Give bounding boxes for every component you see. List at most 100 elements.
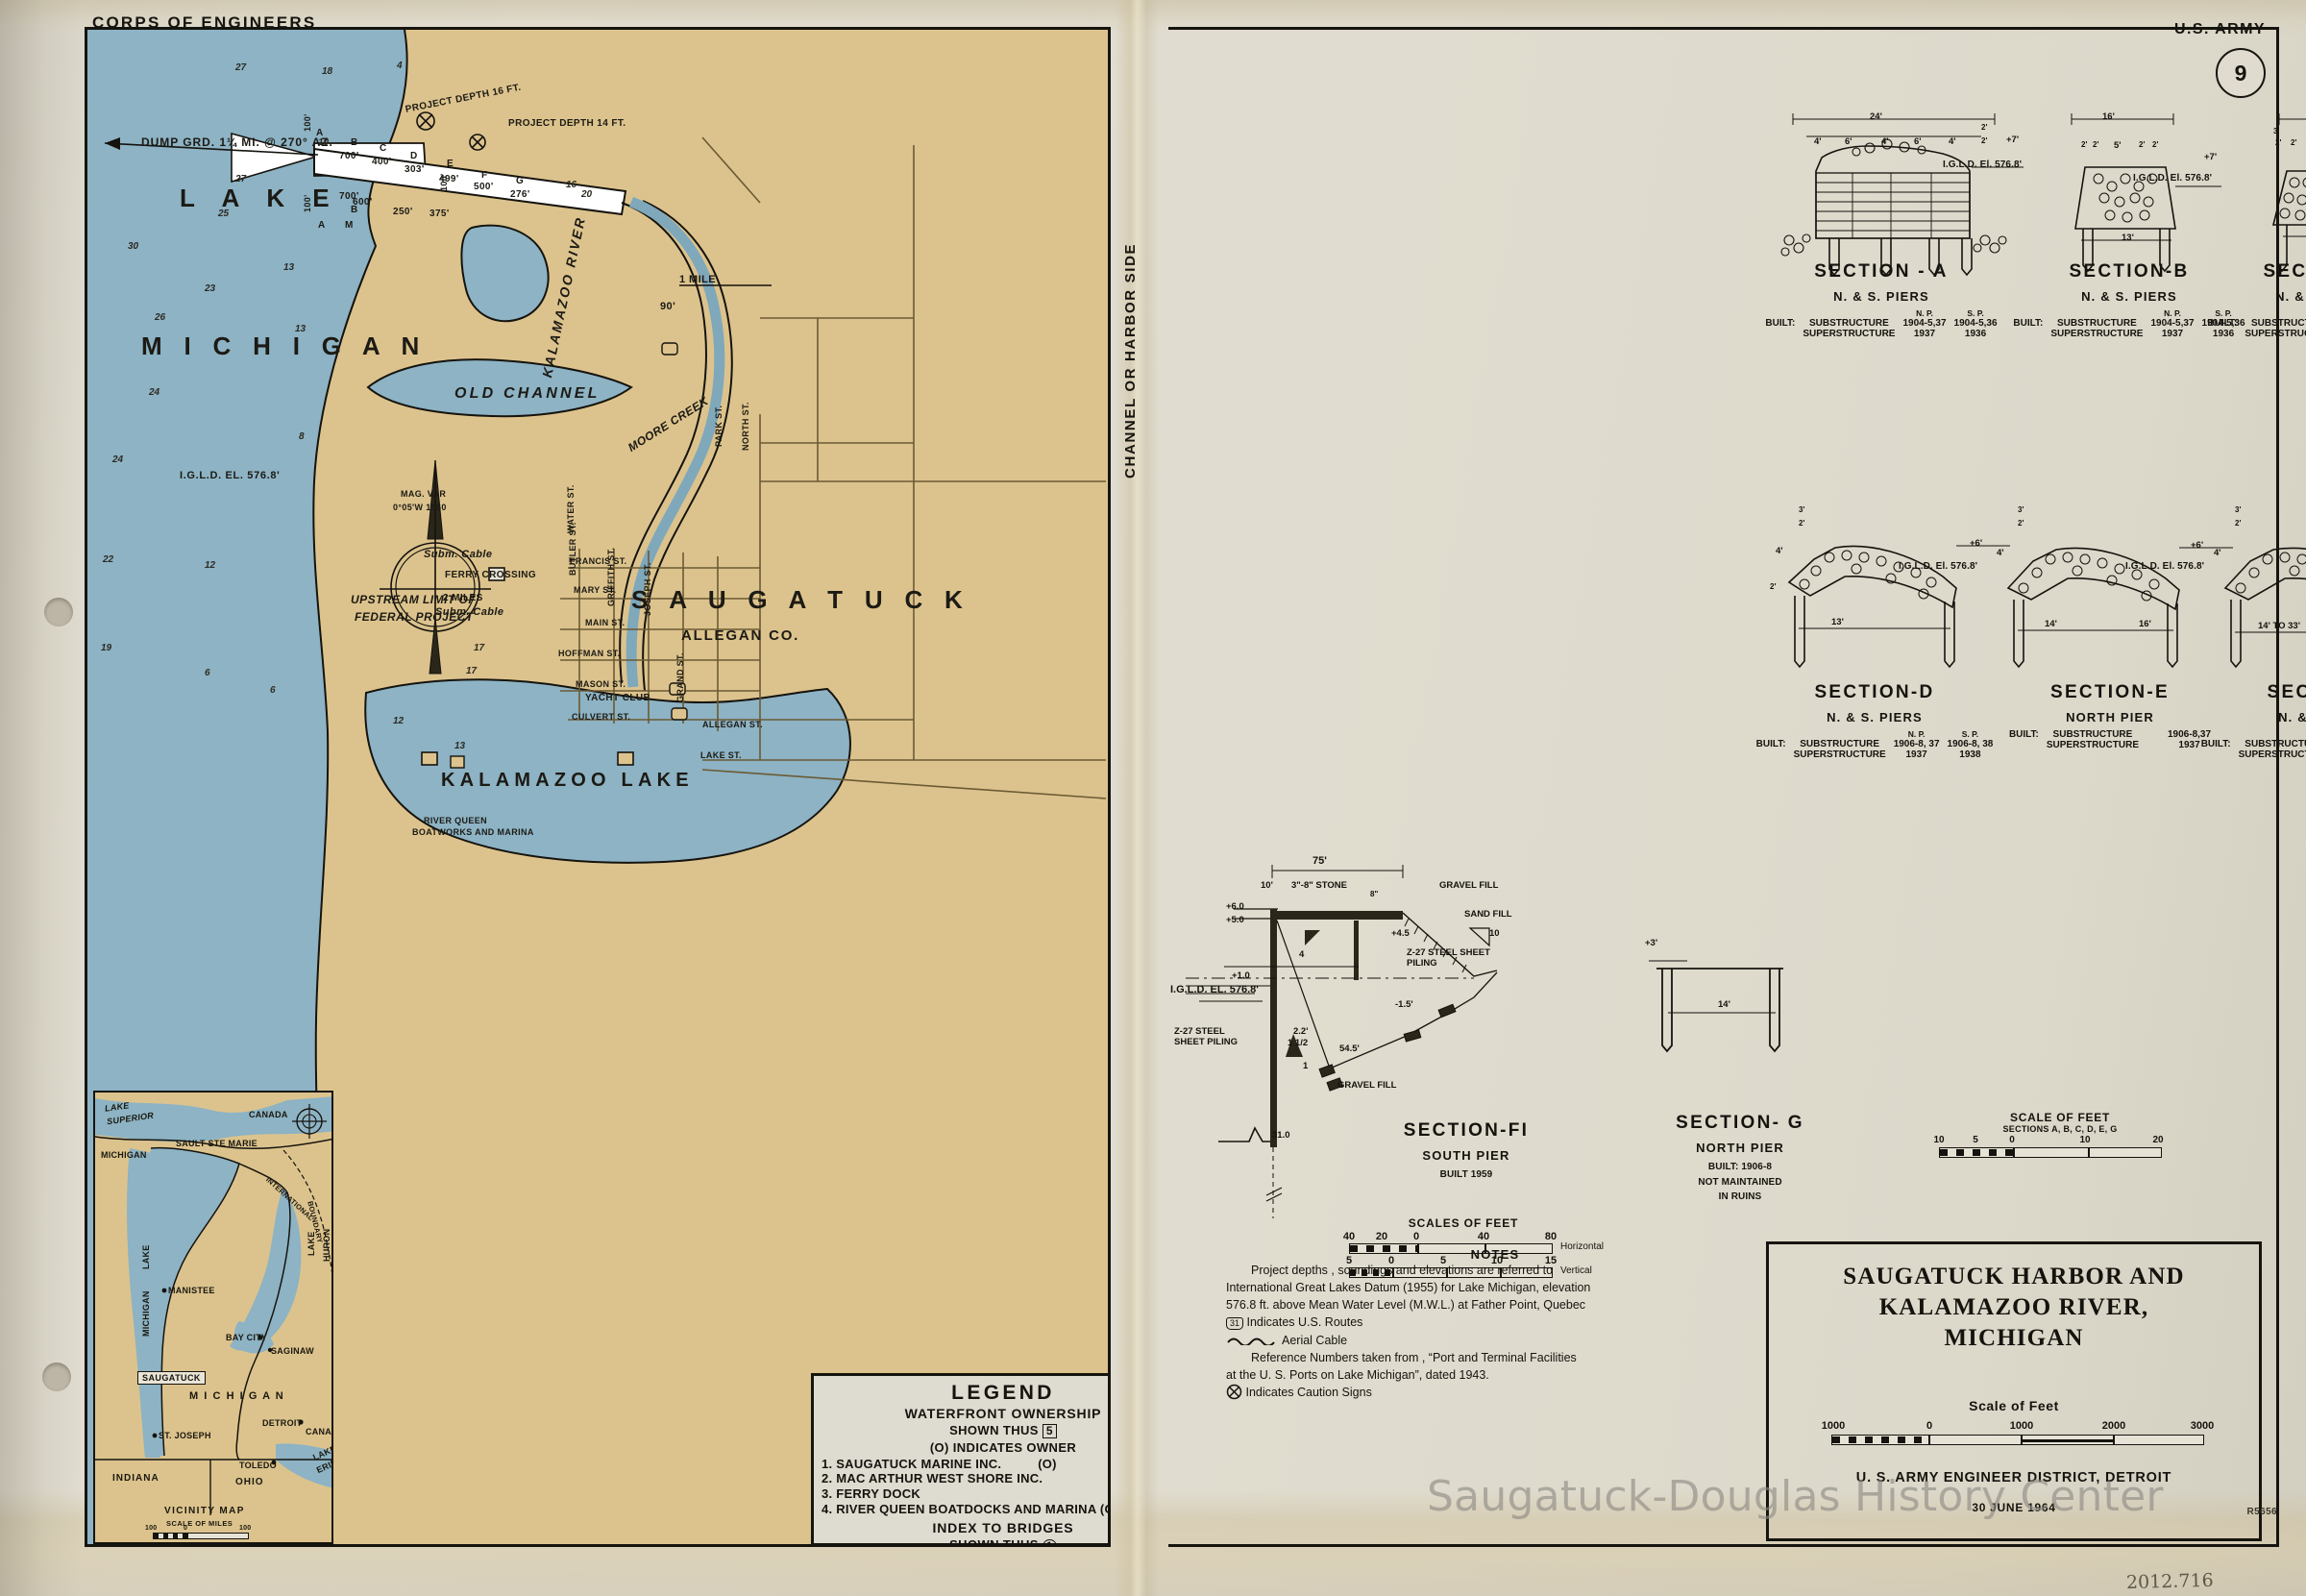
section-b-caption: SECTION-B N. & S. PIERS N. P. S. P. BUIL… (1995, 261, 2264, 339)
sections-panel: U.S. ARMY 9 CHANNEL OR HARBOR SIDE (1122, 21, 2306, 1547)
section-g-note1: NOT MAINTAINED (1698, 1176, 1782, 1188)
vicinity-label: ST. JOSEPH (159, 1431, 211, 1440)
section-f-sub-label: SUBSTRUCTURE (2245, 739, 2306, 749)
sections-scalebar (1939, 1147, 2162, 1158)
title-scale-tick: 1000 (1821, 1420, 1846, 1432)
section-d-dim: +6' (1970, 538, 1983, 549)
section-a-dim: 2' (1981, 136, 1988, 145)
section-b-dim: 2' (2081, 140, 2088, 149)
f1-h-tick: 40 (1477, 1231, 1490, 1242)
vicinity-label: MANISTEE (168, 1286, 215, 1295)
sounding: 6 (205, 668, 210, 678)
section-a-sub-label: SUBSTRUCTURE (1809, 318, 1889, 329)
notes-p4: Reference Numbers taken from , “Port and… (1251, 1350, 1577, 1364)
section-b-dim: +7' (2204, 152, 2218, 162)
panel-border-top (1168, 27, 2279, 30)
section-b-drawing (2071, 113, 2221, 273)
vicinity-scale-tick: 0 (184, 1525, 188, 1532)
street-label: PARK ST. (714, 405, 724, 447)
sounding: 24 (149, 387, 160, 398)
map-annotation-mag-var-value: 0°05'W 1960 (393, 503, 447, 512)
street-label: LAKE ST. (700, 750, 742, 760)
section-a-dim: 2' (1981, 123, 1988, 132)
vicinity-label: SAGINAW (271, 1346, 314, 1356)
section-b-dim: 2' (2152, 140, 2159, 149)
pier-label-f: F (481, 170, 488, 181)
section-a-drawing (1780, 113, 2024, 277)
section-e-name: SECTION-E (2050, 682, 2170, 702)
notes-caution-line: Indicates Caution Signs (1226, 1384, 1764, 1401)
pier-dim-100-right: 100' (439, 173, 449, 191)
section-a-dim: +7' (2006, 135, 2020, 145)
drawing-date: 30 JUNE 1964 (1972, 1501, 2056, 1514)
pier-dim-700-top: 700' (339, 151, 359, 161)
sounding: 12 (205, 560, 216, 571)
section-b-np-head: N. P. (2164, 308, 2181, 318)
section-f1-label-8in: 8" (1370, 890, 1379, 898)
street-label: ALLEGAN ST. (702, 720, 763, 729)
notes-aerial-line: Aerial Cable (1226, 1332, 1764, 1349)
section-f-caption: SECTION-F N. & S. PIERS N. P. S. P. BUIL… (2187, 682, 2306, 760)
vicinity-label: LAKE (141, 1244, 151, 1269)
section-f1-slope-10: 10 (1489, 928, 1500, 939)
legend-item-name: RIVER QUEEN BOATDOCKS AND MARINA (836, 1502, 1096, 1517)
pier-dim-500: 500' (474, 182, 494, 192)
legend-owner-list: 1. SAUGATUCK MARINE INC. (O) 2. MAC ARTH… (822, 1456, 1108, 1517)
title-scale-tick: 0 (1926, 1420, 1933, 1432)
section-e-dim: 16' (2139, 619, 2151, 629)
notes-route-line: 31 Indicates U.S. Routes (1226, 1314, 1764, 1331)
section-e-built-table: BUILT: SUBSTRUCTURE 1906-8,37 SUPERSTRUC… (2005, 729, 2215, 750)
map-annotation-one-mile: 1 MILE (679, 274, 717, 285)
notes-block: NOTES Project depths , soundings and ele… (1226, 1247, 1764, 1401)
section-b-sub-label: SUBSTRUCTURE (2057, 318, 2137, 329)
sounding: 10 (318, 137, 330, 148)
map-label-saugatuck: S A U G A T U C K (631, 585, 970, 614)
sounding: 27 (235, 174, 247, 184)
channel-or-harbor-side-label: CHANNEL OR HARBOR SIDE (1122, 242, 1139, 479)
us-army-label: U.S. ARMY (2173, 21, 2266, 37)
map-annotation-project-depth-14: PROJECT DEPTH 14 FT. (508, 118, 626, 129)
pier-label-a-bottom: A (318, 220, 326, 231)
vicinity-scalebar (153, 1533, 249, 1539)
map-label-old-channel: OLD CHANNEL (454, 385, 601, 402)
section-f1-label-gravel-fill-bottom: GRAVEL FILL (1337, 1080, 1397, 1091)
paper-left-shadow (0, 0, 82, 1596)
us-route-shield-icon: 31 (1226, 1317, 1244, 1331)
section-b-dim: 2' (2093, 140, 2099, 149)
pier-dim-250: 250' (393, 207, 413, 217)
legend-item-name: SAUGATUCK MARINE INC. (836, 1456, 1002, 1471)
section-g-drawing (1649, 960, 1783, 1053)
section-c-caption: SECTION-C N. & S. PIERS N. P. S. P. BUIL… (2189, 261, 2306, 339)
vicinity-label: CANADA (249, 1110, 288, 1119)
section-f1-elev-neg15: -1.5' (1395, 999, 1413, 1010)
section-f-name: SECTION-F (2267, 682, 2306, 702)
section-a-dim: 24' (1870, 111, 1882, 122)
legend-item-num: 4. (822, 1502, 833, 1517)
section-b-sub-sp: 1904-5,36 (2201, 318, 2245, 329)
section-e-piers: NORTH PIER (2066, 710, 2154, 724)
vicinity-label: BAY CITY (226, 1333, 268, 1342)
section-f1-igld: I.G.L.D. EL. 576.8' (1170, 984, 1259, 995)
legend-item-name: MAC ARTHUR WEST SHORE INC. (836, 1471, 1043, 1486)
section-c-built-label: BUILT: (2207, 318, 2238, 329)
section-g-dim-3ft: +3' (1645, 938, 1658, 948)
section-c-dim: 2' (2275, 138, 2282, 147)
pier-label-b-top: B (351, 137, 358, 148)
section-e-dim: 2' (2018, 519, 2024, 528)
legend-item-owner: (O) (1099, 1502, 1108, 1517)
sounding: 13 (283, 262, 295, 273)
vicinity-scale-caption: SCALE OF MILES (166, 1519, 233, 1528)
sheet-number-badge: 9 (2216, 48, 2266, 98)
map-annotation-2-miles: 2 MILES (443, 593, 483, 603)
pier-dim-600: 600' (353, 197, 373, 208)
section-f1-label-10: 10' (1261, 880, 1273, 891)
section-b-sub-np: 1904-5,37 (2150, 318, 2195, 329)
sections-scale-block: SCALE OF FEET SECTIONS A, B, C, D, E, G … (1933, 1111, 2185, 1158)
vicinity-saugatuck-highlight: SAUGATUCK (137, 1371, 206, 1385)
section-f1-elev-1: +1.0 (1232, 970, 1250, 981)
section-b-dim: 16' (2102, 111, 2115, 122)
f1-v-tick: 15 (1544, 1255, 1558, 1266)
punch-hole (42, 1363, 71, 1391)
map-annotation-federal-project: FEDERAL PROJECT (355, 610, 474, 624)
section-d-dim: 2' (1770, 582, 1777, 591)
